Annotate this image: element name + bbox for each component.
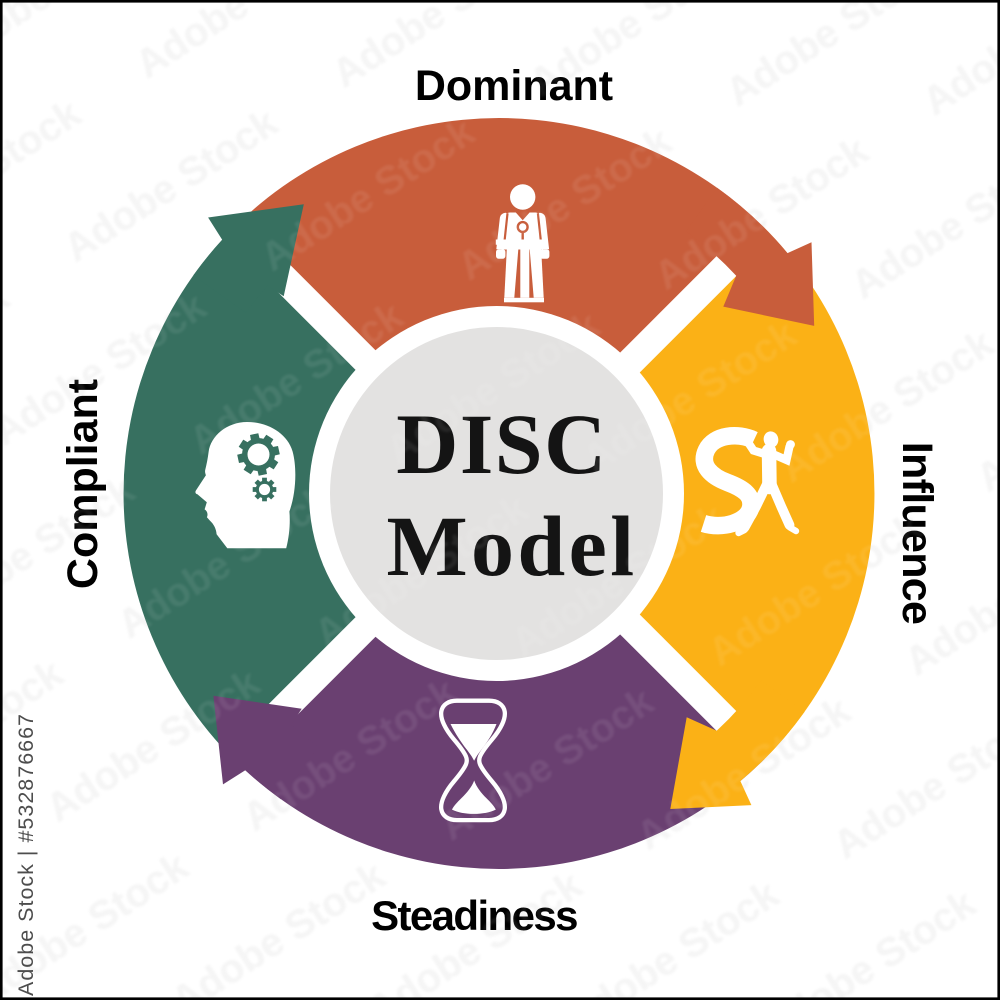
svg-text:Model: Model (386, 498, 637, 594)
svg-text:Compliant: Compliant (59, 379, 107, 589)
svg-text:Influence: Influence (893, 442, 941, 624)
svg-text:Steadiness: Steadiness (371, 892, 577, 939)
svg-text:Dominant: Dominant (415, 62, 613, 110)
svg-text:Adobe Stock | #532876667: Adobe Stock | #532876667 (14, 713, 38, 996)
svg-text:DISC: DISC (396, 396, 608, 492)
